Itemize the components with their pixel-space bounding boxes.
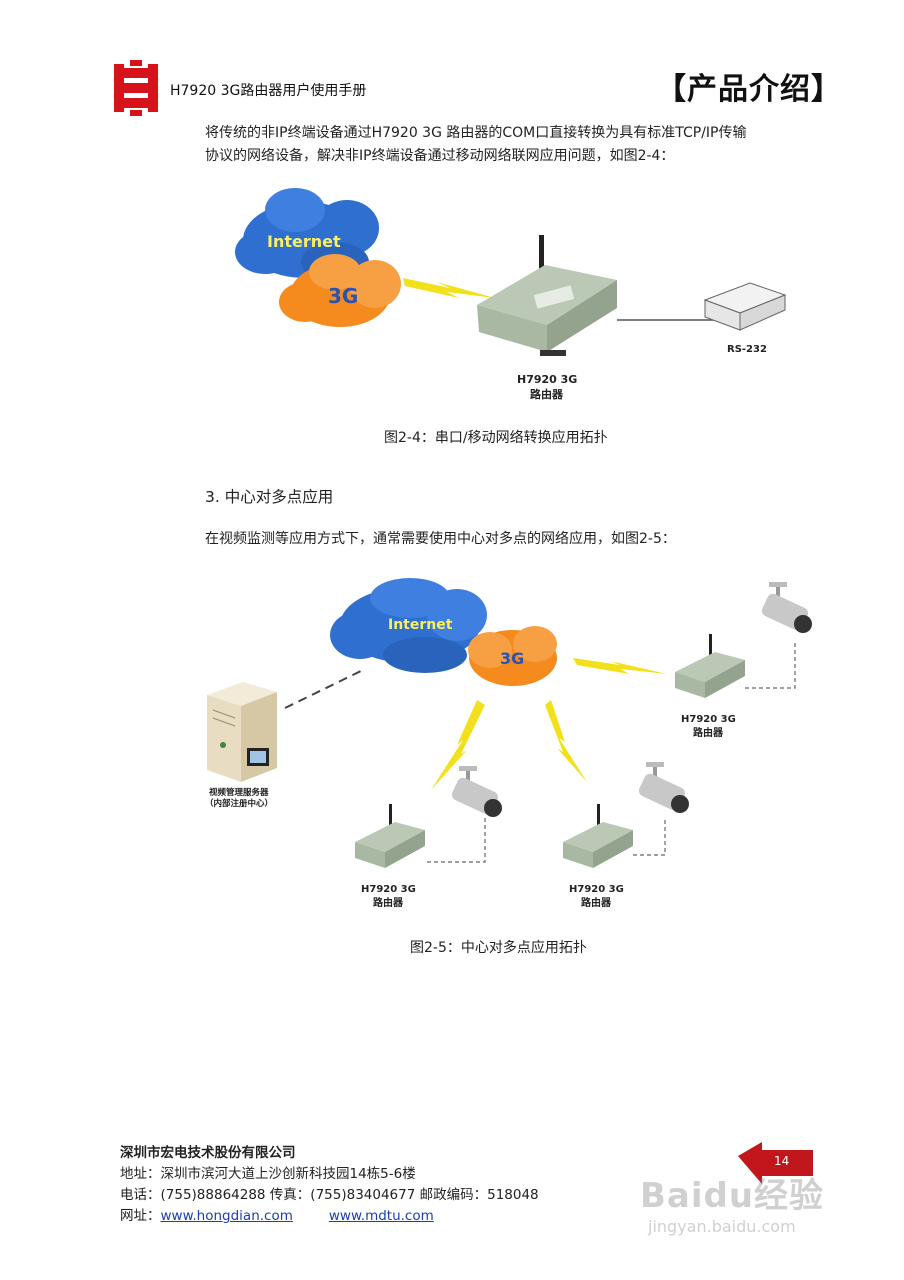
section-3-paragraph: 在视频监测等应用方式下，通常需要使用中心对多点的网络应用，如图2-5： bbox=[205, 531, 676, 547]
server-link bbox=[284, 669, 364, 709]
watermark-url: jingyan.baidu.com bbox=[648, 1217, 796, 1236]
internet-cloud: Internet bbox=[235, 188, 379, 282]
baidu-watermark: Baidu经验 jingyan.baidu.com bbox=[640, 1168, 824, 1236]
router-device: H7920 3G 路由器 bbox=[477, 235, 617, 401]
figure-2-5-caption: 图2-5：中心对多点应用拓扑 bbox=[410, 940, 587, 956]
link-mdtu[interactable]: www.mdtu.com bbox=[328, 1208, 434, 1224]
contact-line: 电话：(755)88864288 传真：(755)83404677 邮政编码：5… bbox=[120, 1187, 539, 1203]
company-name: 深圳市宏电技术股份有限公司 bbox=[120, 1145, 296, 1161]
section-title: 【产品介绍】 bbox=[656, 72, 842, 107]
video-server: 视频管理服务器 （内部注册中心） bbox=[205, 682, 277, 809]
camera-middle bbox=[451, 766, 502, 817]
wireless-bolt-mid bbox=[545, 700, 587, 782]
server-label-2: （内部注册中心） bbox=[205, 798, 273, 809]
router-model-label: H7920 3G bbox=[681, 714, 736, 725]
internet-cloud: Internet bbox=[330, 578, 487, 673]
camera-top-right bbox=[761, 582, 812, 633]
router-name-label: 路由器 bbox=[373, 896, 404, 909]
router-left: H7920 3G 路由器 bbox=[355, 804, 425, 909]
website-line: 网址：www.hongdian.com www.mdtu.com bbox=[120, 1206, 539, 1227]
figure-2-4-caption: 图2-4：串口/移动网络转换应用拓扑 bbox=[384, 430, 608, 446]
figure-2-5: Internet 3G 视频管理服务器 （内部注册中心） H7920 3G 路由… bbox=[205, 578, 812, 909]
router-model-label: H7920 3G bbox=[517, 373, 577, 386]
3g-cloud: 3G bbox=[279, 254, 401, 327]
router-model-label: H7920 3G bbox=[569, 884, 624, 895]
camera-link-left bbox=[427, 818, 486, 863]
website-label: 网址： bbox=[120, 1208, 161, 1224]
3g-label: 3G bbox=[500, 649, 524, 668]
footer: 深圳市宏电技术股份有限公司 地址：深圳市滨河大道上沙创新科技园14栋5-6楼 电… bbox=[120, 1143, 539, 1227]
link-hongdian[interactable]: www.hongdian.com bbox=[160, 1208, 293, 1224]
document-title: H7920 3G路由器用户使用手册 bbox=[170, 83, 367, 99]
camera-link-middle bbox=[633, 818, 666, 856]
address-line: 地址：深圳市滨河大道上沙创新科技园14栋5-6楼 bbox=[120, 1166, 416, 1182]
watermark-brand: Baidu经验 bbox=[640, 1176, 825, 1216]
camera-link-right bbox=[745, 640, 796, 689]
rs232-label: RS-232 bbox=[727, 344, 767, 355]
internet-label: Internet bbox=[388, 617, 453, 633]
router-model-label: H7920 3G bbox=[361, 884, 416, 895]
wireless-bolt bbox=[403, 278, 495, 298]
internet-label: Internet bbox=[267, 232, 341, 251]
3g-label: 3G bbox=[328, 284, 358, 308]
intro-paragraph: 将传统的非IP终端设备通过H7920 3G 路由器的COM口直接转换为具有标准T… bbox=[205, 122, 747, 168]
page-number-badge: 14 bbox=[738, 1142, 813, 1184]
router-right: H7920 3G 路由器 bbox=[675, 634, 745, 739]
intro-line-2: 协议的网络设备，解决非IP终端设备通过移动网络联网应用问题，如图2-4： bbox=[205, 148, 675, 164]
wireless-bolt-right bbox=[573, 658, 667, 674]
router-name-label: 路由器 bbox=[693, 726, 724, 739]
router-name-label: 路由器 bbox=[581, 896, 612, 909]
section-3-heading: 3. 中心对多点应用 bbox=[205, 488, 334, 506]
intro-line-1: 将传统的非IP终端设备通过H7920 3G 路由器的COM口直接转换为具有标准T… bbox=[205, 125, 747, 141]
router-middle: H7920 3G 路由器 bbox=[563, 804, 633, 909]
figure-2-4: Internet 3G H7920 3G 路由器 RS-232 bbox=[235, 188, 787, 401]
3g-cloud: 3G bbox=[468, 626, 557, 686]
camera-left bbox=[638, 762, 689, 813]
company-logo bbox=[112, 60, 160, 116]
router-name-label: 路由器 bbox=[530, 387, 564, 401]
wireless-bolt-left bbox=[431, 700, 485, 790]
rs232-device: RS-232 bbox=[703, 282, 787, 355]
server-label-1: 视频管理服务器 bbox=[209, 787, 269, 798]
page-number: 14 bbox=[774, 1154, 790, 1168]
